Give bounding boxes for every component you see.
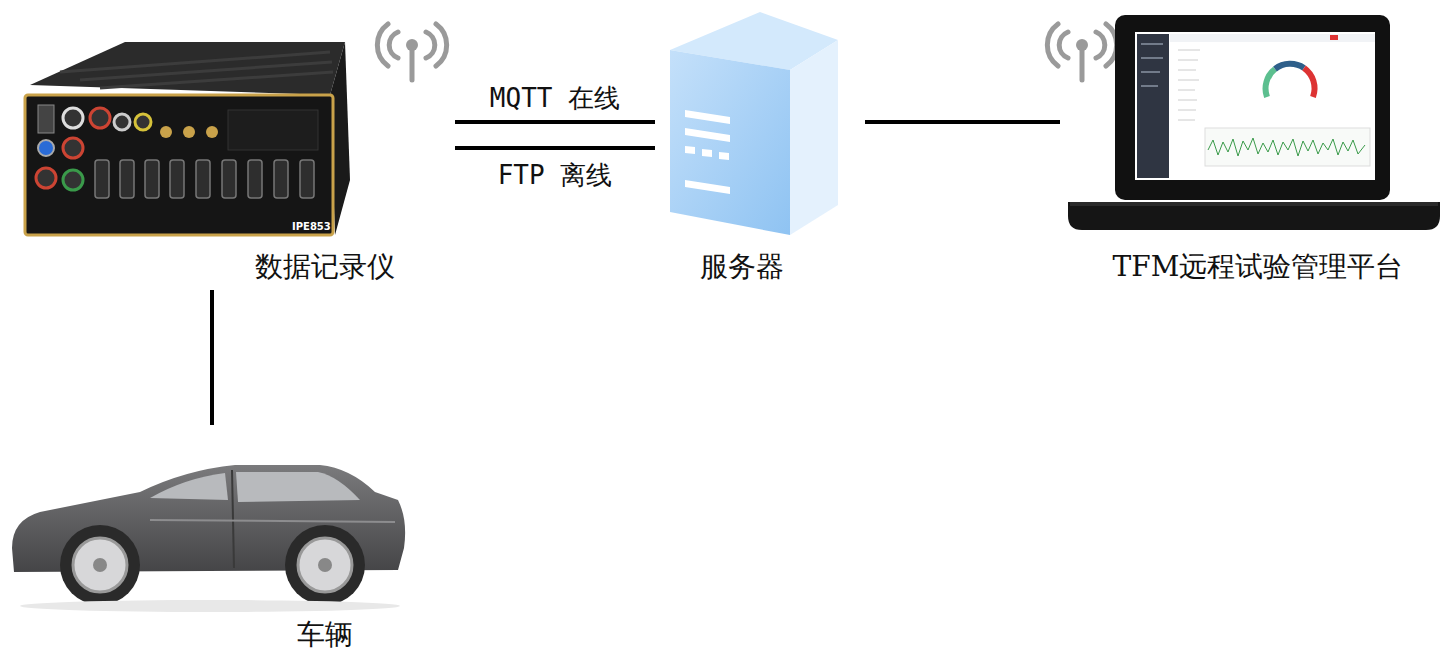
connector-line: [455, 146, 655, 150]
model-label: IPE853: [292, 221, 331, 232]
wireless-icon: [1047, 24, 1116, 80]
laptop-illustration: [1068, 15, 1440, 230]
edge-label: MQTT 在线: [490, 83, 620, 114]
car-illustration: [12, 465, 405, 612]
connector-line: [865, 120, 1060, 124]
device-node: 数据记录仪: [15, 30, 455, 290]
data-logger-illustration: [25, 42, 350, 235]
node-label: TFM远程试验管理平台: [1113, 250, 1404, 284]
server-node: 服务器: [655, 5, 865, 290]
node-label: 数据记录仪: [255, 250, 395, 284]
connector-line: [210, 290, 214, 425]
node-label: 车辆: [297, 618, 353, 652]
wireless-icon: [377, 24, 446, 80]
vehicle-node: 车辆: [5, 425, 415, 660]
connector-line: [455, 120, 655, 124]
server-illustration: [670, 12, 838, 235]
platform-node: TFM远程试验管理平台: [1060, 5, 1445, 290]
edge-label: FTP 离线: [498, 160, 613, 191]
node-label: 服务器: [700, 250, 784, 284]
